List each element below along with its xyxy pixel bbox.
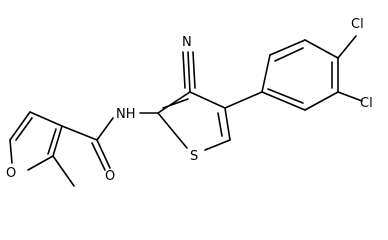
cl-bottom-bond <box>337 91 363 102</box>
thiophene-s-label: S <box>190 149 198 164</box>
methyl-bond <box>52 155 75 187</box>
molecule-structure: N NH S O O Cl Cl <box>6 17 373 187</box>
molecule-canvas: N NH S O O Cl Cl <box>6 17 373 187</box>
nitrile-group <box>182 51 196 93</box>
nitrile-n-label: N <box>182 35 192 50</box>
cl-bottom-label: Cl <box>360 96 373 111</box>
cl-top-label: Cl <box>351 17 364 32</box>
carbonyl-o-label: O <box>105 169 115 184</box>
dichlorophenyl-ring <box>224 39 339 111</box>
furan-o-label: O <box>6 166 16 181</box>
amide-linkage <box>61 112 159 171</box>
cl-top-bond <box>337 35 357 59</box>
thiophene-ring <box>157 91 231 151</box>
amide-nh-label: NH <box>116 107 136 122</box>
furan-ring <box>9 111 63 171</box>
